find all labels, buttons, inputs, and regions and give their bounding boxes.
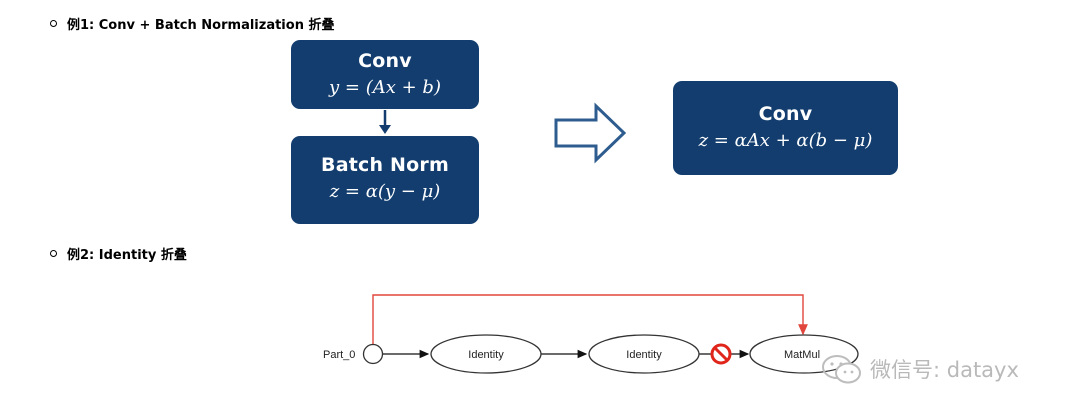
identity-node-1: Identity	[430, 334, 542, 374]
batch-norm-box-title: Batch Norm	[321, 154, 449, 176]
input-label: Part_0	[323, 349, 355, 361]
example2-heading: 例2: Identity 折叠	[50, 244, 187, 263]
hollow-right-arrow-icon	[554, 102, 627, 164]
fused-conv-box-title: Conv	[758, 103, 813, 125]
identity-node-2: Identity	[588, 334, 700, 374]
identity-node-2-label: Identity	[626, 349, 662, 361]
example1-heading: 例1: Conv + Batch Normalization 折叠	[50, 14, 334, 33]
conv-box-formula: y = (Ax + b)	[329, 77, 441, 98]
identity-node-1-label: Identity	[468, 349, 504, 361]
batch-norm-box: Batch Norm z = α(y − μ)	[291, 136, 479, 224]
fused-conv-box-formula: z = αAx + α(b − μ)	[698, 130, 873, 151]
watermark: 微信号: datayx	[820, 352, 1019, 386]
batch-norm-box-formula: z = α(y − μ)	[329, 181, 441, 202]
watermark-text: 微信号: datayx	[870, 358, 1019, 382]
bullet-dot-icon	[50, 250, 57, 257]
conv-box-title: Conv	[358, 50, 412, 72]
down-arrow-icon	[379, 110, 391, 134]
conv-box: Conv y = (Ax + b)	[291, 40, 479, 109]
fused-conv-box: Conv z = αAx + α(b − μ)	[673, 81, 898, 175]
bullet-dot-icon	[50, 20, 57, 27]
example2-heading-text: 例2: Identity 折叠	[67, 248, 187, 263]
bypass-edge	[372, 294, 808, 344]
input-node	[362, 343, 384, 365]
matmul-node-label: MatMul	[784, 349, 820, 361]
example1-heading-text: 例1: Conv + Batch Normalization 折叠	[67, 18, 335, 33]
wechat-icon	[822, 355, 861, 384]
forbidden-icon	[710, 343, 732, 365]
